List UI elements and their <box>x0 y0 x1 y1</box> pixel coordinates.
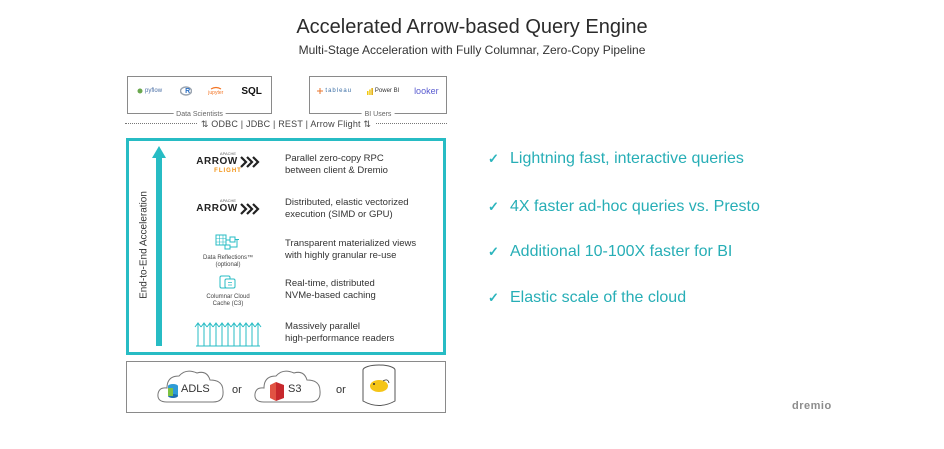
hadoop-database-icon <box>362 364 396 406</box>
layer-flight-text: Parallel zero-copy RPC between client & … <box>285 153 388 176</box>
check-icon: ✓ <box>488 290 499 305</box>
tableau-logo: tableau <box>317 88 352 94</box>
data-reflections-block: Data Reflections™ (optional) <box>190 234 266 269</box>
s3-cloud-icon <box>254 370 321 403</box>
acceleration-label: End-to-End Acceleration <box>138 191 150 299</box>
chevrons-icon <box>239 203 260 215</box>
adls-label: ADLS <box>181 383 210 395</box>
arrow-logo: APACHE ARROW <box>190 199 266 215</box>
benefit-item: ✓ 4X faster ad-hoc queries vs. Presto <box>488 198 760 215</box>
bi-user-logos: tableau Power BI looker <box>310 77 446 105</box>
data-scientists-caption: Data Scientists <box>173 111 226 118</box>
check-icon: ✓ <box>488 199 499 214</box>
page-subtitle: Multi-Stage Acceleration with Fully Colu… <box>298 43 646 57</box>
benefit-item: ✓ Elastic scale of the cloud <box>488 289 687 306</box>
check-icon: ✓ <box>488 244 499 259</box>
s3-label: S3 <box>288 383 302 395</box>
r-logo: R <box>180 86 193 96</box>
layer-reflections-text: Transparent materialized views with high… <box>285 238 417 261</box>
jupyter-logo: jupyter <box>208 86 223 96</box>
cloud-cache-icon <box>219 275 236 289</box>
sql-logo: SQL <box>241 85 262 97</box>
pyflow-logo: pyflow <box>137 88 162 94</box>
dremio-logo: dremio <box>792 400 832 412</box>
adls-cloud-icon <box>157 370 224 403</box>
check-icon: ✓ <box>488 151 499 166</box>
query-engine-box <box>126 138 446 355</box>
layer-readers-text: Massively parallel high-performance read… <box>285 321 395 344</box>
page-title: Accelerated Arrow-based Query Engine <box>296 16 648 38</box>
benefit-item: ✓ Additional 10-100X faster for BI <box>488 243 733 260</box>
columnar-cloud-cache-block: Columnar Cloud Cache (C3) <box>190 275 266 308</box>
storage-sources-box <box>126 361 446 413</box>
bi-users-box: tableau Power BI looker BI Users <box>309 76 447 118</box>
power-bi-logo: Power BI <box>366 87 399 95</box>
layer-arrow-text: Distributed, elastic vectorized executio… <box>285 197 409 220</box>
layer-cache-text: Real-time, distributed NVMe-based cachin… <box>285 278 376 301</box>
bi-users-caption: BI Users <box>361 111 395 118</box>
or-separator-1: or <box>232 384 242 396</box>
arrow-flight-logo: APACHE ARROW FLIGHT <box>190 152 266 175</box>
chevrons-icon <box>239 156 260 168</box>
or-separator-2: or <box>336 384 346 396</box>
acceleration-arrow-icon <box>152 146 166 346</box>
data-scientist-logos: pyflow R jupyter SQL <box>128 77 271 105</box>
parallel-readers-icon <box>194 322 262 347</box>
data-reflections-icon <box>215 234 239 250</box>
benefit-item: ✓ Lightning fast, interactive queries <box>488 150 744 167</box>
protocols-label: ⇅ ODBC | JDBC | REST | Arrow Flight ⇅ <box>125 119 447 130</box>
data-scientists-box: pyflow R jupyter SQL Data Scientists <box>127 76 272 118</box>
looker-logo: looker <box>414 86 439 96</box>
